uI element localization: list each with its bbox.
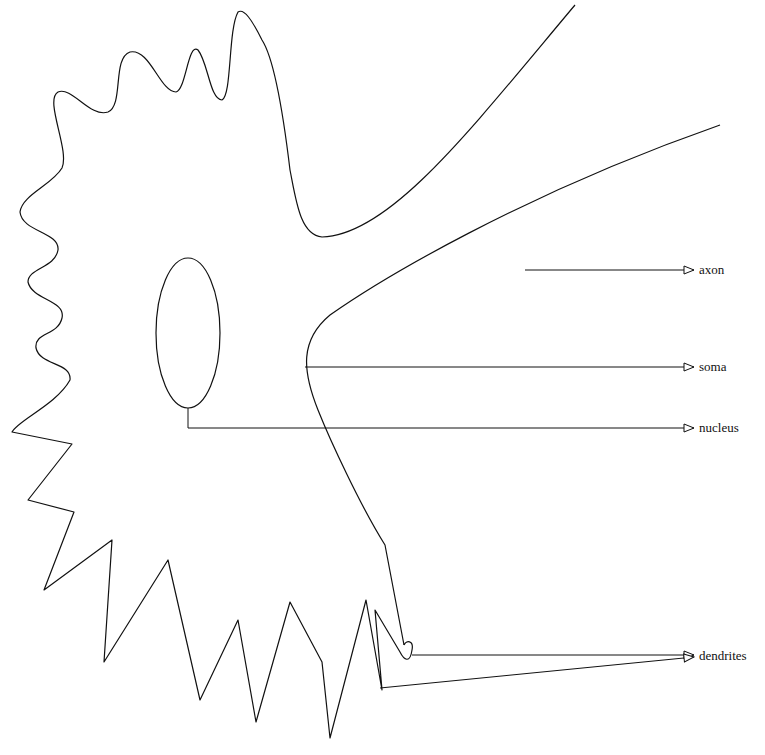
nucleus-outline	[156, 258, 220, 408]
part-label: axon	[698, 262, 725, 278]
part-label: dendrites	[698, 648, 748, 664]
nucleus-leader	[188, 408, 694, 428]
part-label: nucleus	[698, 420, 740, 436]
dendrite-leader	[380, 657, 694, 688]
neuron-outline	[12, 5, 575, 738]
part-label: soma	[698, 359, 727, 375]
axon-leader	[525, 270, 694, 271]
soma-boundary	[307, 125, 720, 645]
soma-leader	[305, 367, 694, 368]
dendrite-leader	[412, 655, 694, 656]
